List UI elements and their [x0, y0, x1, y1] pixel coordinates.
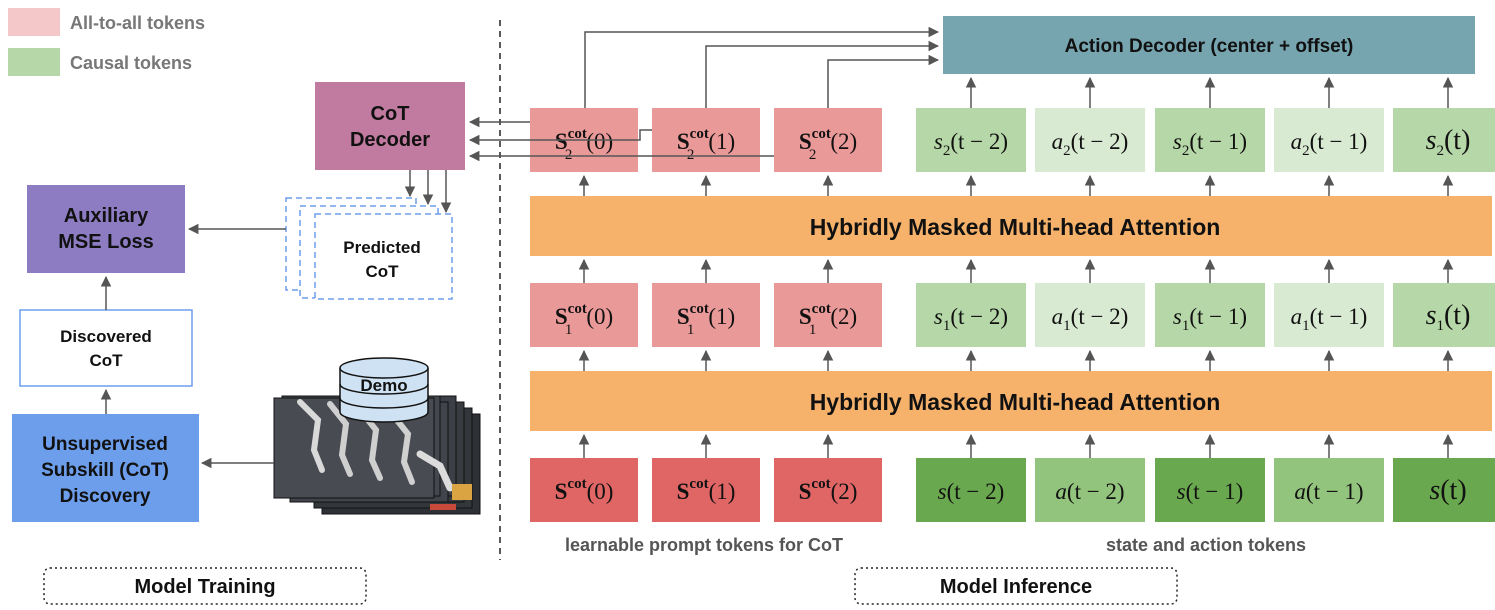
row0-prompt-token-2-box [774, 458, 882, 522]
aux-loss-label-2: MSE Loss [58, 231, 154, 253]
row0-state-token-1-label: a(t − 2) [1055, 479, 1124, 504]
demo-database-icon [339, 357, 429, 423]
row0-state-token-0-box [916, 458, 1026, 522]
unsupervised-label-2: Subskill (CoT) [41, 460, 169, 481]
row1-state-token-0-box [916, 283, 1026, 347]
arrow-prompt1-to-cot-decoder [468, 129, 652, 146]
attention-top-label: Hybridly Masked Multi-head Attention [810, 214, 1221, 240]
row2-state-token-0-label: s2(t − 2) [934, 129, 1008, 159]
predicted-cot-label-1: Predicted [343, 238, 420, 257]
row0-state-token-1-box [1035, 458, 1145, 522]
model-inference-frame [854, 567, 1178, 605]
row0-state-token-3-label: a(t − 1) [1294, 479, 1363, 504]
predicted-cot-card-front [314, 213, 453, 300]
row2-state-token-2-label: s2(t − 1) [1173, 129, 1247, 159]
row0-prompt-token-1-label: Scot(1) [677, 476, 736, 504]
row2-state-token-1-label: a2(t − 2) [1052, 129, 1129, 159]
caption-state-tokens: state and action tokens [1106, 535, 1306, 555]
row2-prompt-token-1-box [652, 108, 760, 172]
predicted-cot-label-2: CoT [365, 262, 399, 281]
cot-decoder-box [315, 82, 465, 170]
model-training-label: Model Training [134, 576, 275, 598]
cot-decoder-label-2: Decoder [350, 129, 430, 151]
row0-state-token-2-box [1155, 458, 1265, 522]
row2-state-token-2-box [1155, 108, 1265, 172]
attention-bar-top [530, 196, 1492, 256]
row1-prompt-token-0-box [530, 283, 638, 347]
row2-state-token-4-label: s2(t) [1426, 125, 1471, 159]
row1-state-token-4-label: s1(t) [1426, 300, 1471, 334]
row0-prompt-token-1-box [652, 458, 760, 522]
row0-state-token-0-label: s(t − 2) [938, 479, 1005, 504]
unsupervised-discovery-box [12, 414, 199, 522]
row1-state-token-0-label: s1(t − 2) [934, 304, 1008, 334]
model-inference-label: Model Inference [940, 576, 1092, 598]
row1-state-token-3-box [1274, 283, 1384, 347]
row1-state-token-1-box [1035, 283, 1145, 347]
demo-label: Demo [360, 376, 407, 395]
discovered-cot-label-1: Discovered [60, 327, 152, 346]
row2-state-token-4-box [1393, 108, 1495, 172]
cot-decoder-label-1: CoT [371, 103, 410, 125]
model-training-frame [43, 567, 367, 605]
row0-prompt-token-0-label: Scot(0) [555, 476, 614, 504]
row0-prompt-token-0-box [530, 458, 638, 522]
row0-state-token-4-box [1393, 458, 1495, 522]
row2-state-token-3-label: a2(t − 1) [1291, 129, 1368, 159]
row2-state-token-3-box [1274, 108, 1384, 172]
row1-state-token-2-label: s1(t − 1) [1173, 304, 1247, 334]
arrow-prompt2-to-action-decoder [827, 54, 940, 108]
unsupervised-label-3: Discovery [60, 486, 151, 507]
row0-prompt-token-2-label: Scot(2) [799, 476, 858, 504]
row2-state-token-1-box [1035, 108, 1145, 172]
row0-state-token-2-label: s(t − 1) [1177, 479, 1244, 504]
action-decoder-box [943, 16, 1475, 74]
attention-bottom-label: Hybridly Masked Multi-head Attention [810, 389, 1221, 415]
row1-state-token-3-label: a1(t − 1) [1291, 304, 1368, 334]
arrow-prompt0-to-action-decoder [584, 26, 940, 108]
row0-state-token-4-label: s(t) [1429, 475, 1466, 506]
discovered-cot-label-2: CoT [89, 351, 123, 370]
row1-prompt-token-1-box [652, 283, 760, 347]
aux-loss-label-1: Auxiliary [64, 205, 149, 227]
legend-all-to-all-swatch [8, 8, 60, 36]
row1-state-token-1-label: a1(t − 2) [1052, 304, 1129, 334]
row2-prompt-token-2-box [774, 108, 882, 172]
legend-causal-label: Causal tokens [70, 53, 192, 73]
row0-state-token-3-box [1274, 458, 1384, 522]
arrow-prompt1-to-action-decoder [705, 40, 940, 108]
caption-prompt-tokens: learnable prompt tokens for CoT [565, 535, 843, 555]
legend-causal-swatch [8, 48, 60, 76]
row2-state-token-0-box [916, 108, 1026, 172]
aux-loss-box [27, 185, 185, 273]
row1-state-token-2-box [1155, 283, 1265, 347]
legend-all-to-all-label: All-to-all tokens [70, 13, 205, 33]
row1-state-token-4-box [1393, 283, 1495, 347]
row1-prompt-token-2-box [774, 283, 882, 347]
unsupervised-label-1: Unsupervised [42, 434, 168, 455]
attention-bar-bottom [530, 371, 1492, 431]
discovered-cot-box [19, 309, 193, 387]
action-decoder-label: Action Decoder (center + offset) [1065, 36, 1354, 57]
